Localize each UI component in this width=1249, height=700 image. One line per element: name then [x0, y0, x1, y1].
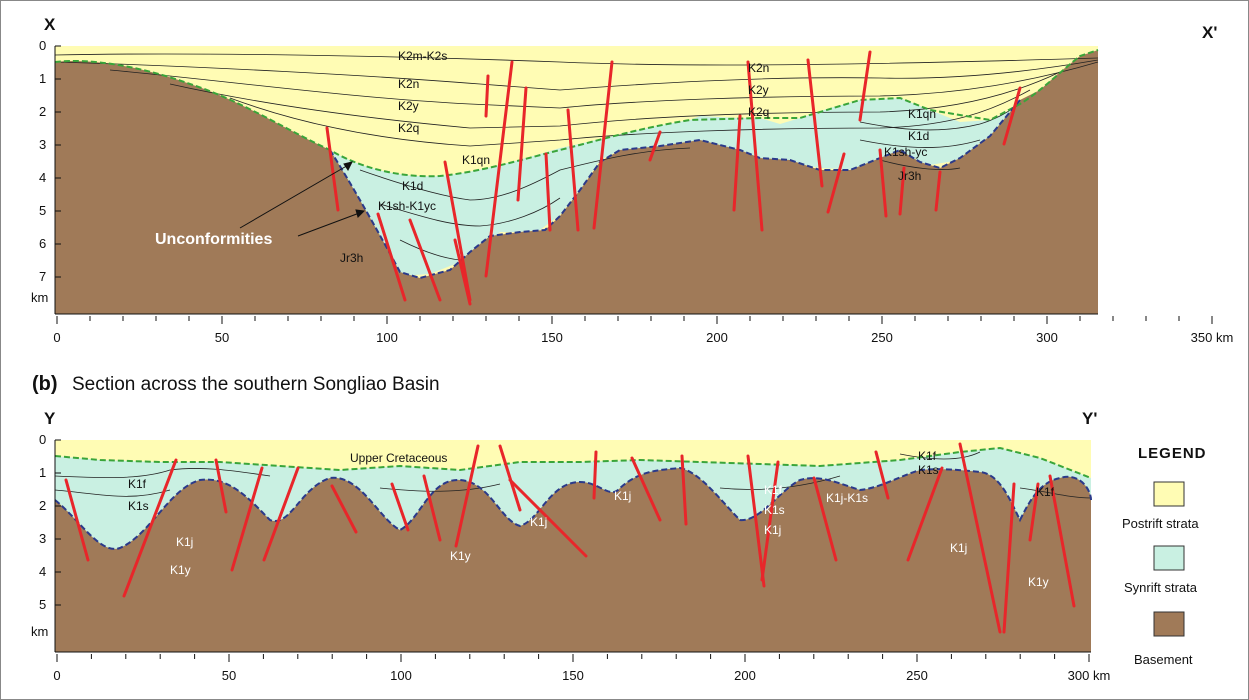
section-a-distance-tick-label: 250 [871, 330, 893, 345]
section-a-distance-tick-label: 200 [706, 330, 728, 345]
section-a-axes [54, 46, 1098, 315]
section-b-depth-tick-label: 2 [39, 498, 46, 513]
section-b-axes [54, 440, 1091, 653]
section-a-depth-unit: km [31, 290, 48, 305]
section-b-distance-axis: 0 50 100 150 200 250 300 km [53, 654, 1110, 683]
unit-label: K2m-K2s [398, 49, 447, 63]
section-b-right-label: Y' [1082, 409, 1097, 428]
legend-label-postrift: Postrift strata [1122, 516, 1199, 531]
section-a-depth-tick-label: 7 [39, 269, 46, 284]
section-b-distance-tick-label: 50 [222, 668, 236, 683]
unit-label: K1y [450, 549, 471, 563]
legend-swatch-synrift [1153, 545, 1185, 571]
section-a-depth-tick-label: 4 [39, 170, 46, 185]
section-a-left-label: X [44, 15, 56, 34]
unit-label: K2n [398, 77, 419, 91]
section-b-depth-axis: 0 1 2 3 4 5 km [31, 432, 61, 639]
section-a-synrift [330, 98, 1020, 276]
unit-label: K1j [176, 535, 193, 549]
unit-label: K1qn [908, 107, 936, 121]
section-a-distance-tick-label: 150 [541, 330, 563, 345]
unit-label: K1j [614, 489, 631, 503]
section-a-unconformity-upper [54, 49, 1099, 178]
section-a-unconformity-lower [329, 99, 1021, 280]
unit-label: Jr3h [340, 251, 363, 265]
section-b: (b) Section across the southern Songliao… [31, 373, 1110, 683]
section-a-distance-tick-label: 50 [215, 330, 229, 345]
legend-label-synrift: Synrift strata [1124, 580, 1198, 595]
unit-label: K1j [950, 541, 967, 555]
section-b-depth-tick-label: 5 [39, 597, 46, 612]
unit-label: K2n [748, 61, 769, 75]
legend-swatch-postrift [1153, 481, 1185, 507]
unit-label: K1y [170, 563, 191, 577]
section-b-faults [64, 442, 1076, 634]
section-b-title-prefix: (b) [32, 373, 58, 395]
section-a-distance-tick-label: 300 [1036, 330, 1058, 345]
section-b-distance-tick-label: 200 [734, 668, 756, 683]
section-b-distance-tick-label: 0 [53, 668, 60, 683]
unit-label: K1j [764, 523, 781, 537]
unit-label: K1f [918, 449, 937, 463]
unit-label: K1j [530, 515, 547, 529]
unconformities-arrows [239, 161, 366, 237]
unit-label: K2q [398, 121, 419, 135]
unit-label: K1y [1028, 575, 1049, 589]
section-b-distance-tick-label: 250 [906, 668, 928, 683]
section-a-depth-tick-label: 5 [39, 203, 46, 218]
section-b-upper-label: Upper Cretaceous [350, 451, 447, 465]
section-b-title: Section across the southern Songliao Bas… [72, 374, 440, 395]
section-b-distance-tick-label: 100 [390, 668, 412, 683]
unconformities-label: Unconformities [155, 231, 272, 248]
section-a-depth-tick-label: 2 [39, 104, 46, 119]
section-a-basement [55, 50, 1098, 314]
unit-label: K1sh-yc [884, 145, 927, 159]
section-a-depth-tick-label: 3 [39, 137, 46, 152]
unit-label: Jr3h [898, 169, 921, 183]
section-a-distance-tick-label: 0 [53, 330, 60, 345]
section-a-depth-tick-label: 0 [39, 38, 46, 53]
section-a-distance-axis: 0 50 100 150 200 250 300 350 km [53, 316, 1233, 345]
unit-label: K1sh-K1yc [378, 199, 436, 213]
section-b-depth-tick-label: 4 [39, 564, 46, 579]
section-a-distance-tick-label: 350 km [1191, 330, 1234, 345]
legend-swatch-basement [1153, 611, 1185, 637]
unit-label: K1s [128, 499, 149, 513]
legend-label-basement: Basement [1134, 652, 1193, 667]
section-b-depth-tick-label: 1 [39, 465, 46, 480]
unit-label: K1f [128, 477, 147, 491]
unit-label: K2q [748, 105, 769, 119]
section-b-depth-unit: km [31, 624, 48, 639]
section-a-depth-axis: 0 1 2 3 4 5 6 7 km [31, 38, 61, 305]
section-b-depth-tick-label: 3 [39, 531, 46, 546]
section-a-depth-tick-label: 6 [39, 236, 46, 251]
section-b-depth-tick-label: 0 [39, 432, 46, 447]
unit-label: K1s [918, 463, 939, 477]
unit-label: K1qn [462, 153, 490, 167]
section-b-basement [55, 468, 1091, 652]
unit-label: K2y [398, 99, 419, 113]
section-b-distance-tick-label: 150 [562, 668, 584, 683]
section-a-depth-tick-label: 1 [39, 71, 46, 86]
unit-label: K1f [764, 483, 783, 497]
section-b-unconformity-upper [54, 446, 1092, 479]
section-a-faults [325, 50, 1022, 306]
section-a-unit-labels: K2m-K2s K2n K2y K2q K1qn K1d K1sh-K1yc J… [340, 49, 936, 265]
unit-label: K1d [908, 129, 929, 143]
section-a: 0 1 2 3 4 5 6 7 km 0 50 100 150 200 250 300 350 km X X'… [31, 15, 1233, 345]
unit-label: K1f [1036, 485, 1055, 499]
unit-label: K1d [402, 179, 423, 193]
unit-label: K1s [764, 503, 785, 517]
section-b-unconformity-lower [54, 466, 1092, 550]
section-b-distance-tick-label: 300 km [1068, 668, 1111, 683]
section-b-left-label: Y [44, 409, 56, 428]
section-b-unit-labels: K1f K1s K1j K1y K1y K1j K1j K1f K1s K1j … [128, 449, 1055, 589]
section-a-right-label: X' [1202, 23, 1217, 42]
legend: LEGEND Postrift strata Synrift strata Ba… [1122, 445, 1207, 667]
section-a-distance-tick-label: 100 [376, 330, 398, 345]
legend-title: LEGEND [1138, 445, 1207, 462]
unit-label: K1j-K1s [826, 491, 868, 505]
unit-label: K2y [748, 83, 769, 97]
